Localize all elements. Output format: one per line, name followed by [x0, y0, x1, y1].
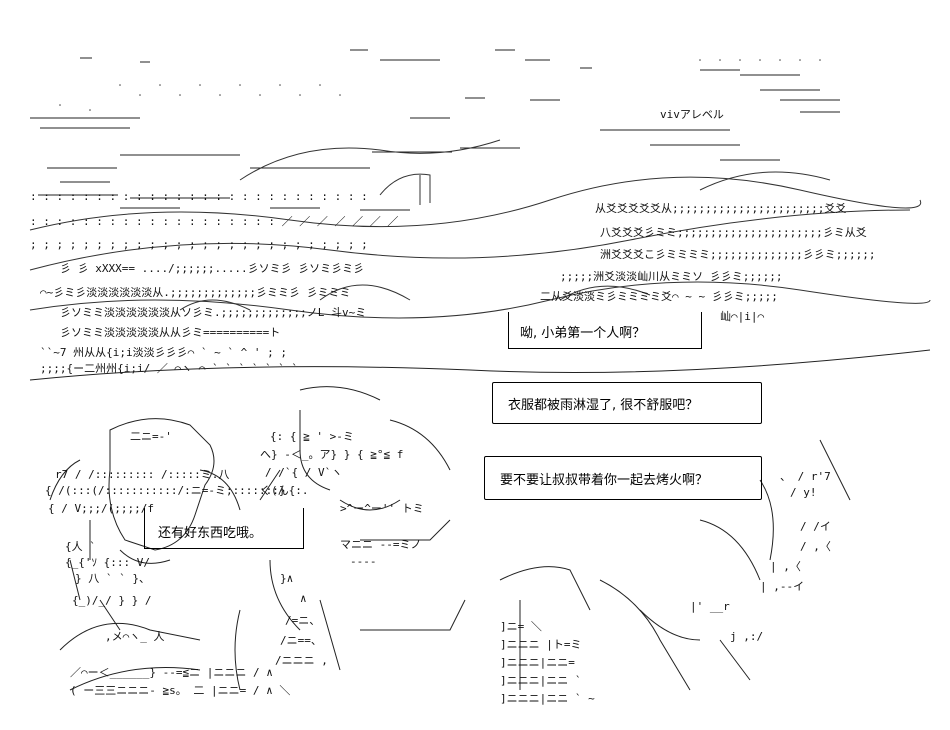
- speech-text-2: 衣服都被雨淋湿了, 很不舒服吧？: [508, 398, 699, 413]
- svg-text:]ニニニ|ニニ=: ]ニニニ|ニニ=: [500, 656, 575, 669]
- svg-text:{人 `: {人 `: [65, 540, 96, 553]
- svg-text:彡ソミミ淡淡淡淡淡淡从ソ彡ミ.;;;;;;;;;;;;;ノL: 彡ソミミ淡淡淡淡淡淡从ソ彡ミ.;;;;;;;;;;;;;ノL 斗v~ミ: [60, 306, 366, 319]
- svg-text:/ニニニ ,: /ニニニ ,: [275, 654, 328, 667]
- svg-text:| ,〈: | ,〈: [770, 560, 801, 573]
- ascii-texture: : : : : : : : : : : : : : : : : : : : : …: [30, 108, 875, 375]
- svg-text:]ニニニ|ニニ `: ]ニニニ|ニニ `: [500, 674, 582, 687]
- svg-text:: : : : : : : : : : : : : : :: : : : : : : : : : : : : : : : : : : : ／ …: [30, 215, 398, 228]
- svg-text:彡 彡 xXXX== ..../;;;;;;....: 彡 彡 xXXX== ..../;;;;;;.....彡ソミ彡 彡ソミ彡ミ彡: [60, 262, 364, 275]
- svg-text:从爻爻爻爻爻从;;;;;;;;;;;;;;;;;;;;;;;: 从爻爻爻爻爻从;;;;;;;;;;;;;;;;;;;;;;;爻爻: [595, 202, 846, 215]
- svg-text:;;;;;洲爻淡淡屾川从ミミソ 彡彡ミ;;;;;;: ;;;;;洲爻淡淡屾川从ミミソ 彡彡ミ;;;;;;: [560, 270, 782, 283]
- svg-text:vivアレベル: vivアレベル: [660, 108, 724, 121]
- speech-bubble-4: [144, 508, 304, 549]
- svg-text:/ ,〈: / ,〈: [800, 540, 831, 553]
- svg-text:]ニニニ |ト=ミ: ]ニニニ |ト=ミ: [500, 638, 582, 651]
- speech-text-4: 还有好东西吃哦。: [158, 526, 263, 541]
- svg-text:}∧: }∧: [280, 572, 293, 585]
- svg-text:{ /(:::(/:::::::::::/:ニ=-ミ;::: { /(:::(/:::::::::::/:ニ=-ミ;:::::::}: [45, 484, 286, 497]
- svg-text:]ニニニ|ニニ ` ~: ]ニニニ|ニニ ` ~: [500, 692, 595, 705]
- svg-text:|' __r: |' __r: [690, 600, 730, 613]
- svg-text:/=ニ、: /=ニ、: [285, 614, 320, 627]
- speech-text-3: 要不要让叔叔带着你一起去烤火啊？: [500, 473, 709, 488]
- svg-text:/ /`{ / V`: / /`{ / V`ヽ: [265, 466, 342, 479]
- svg-text:／⌒ー＜______} --=≦ニ |ニニニ / ∧: ／⌒ー＜______} --=≦ニ |ニニニ / ∧: [70, 666, 273, 679]
- svg-text:、 / r'7: 、 / r'7: [780, 470, 831, 483]
- svg-text:二从爻淡淡ミ彡ミミミミ爻⌒ ~ ~ 彡彡ミ;;;;;: 二从爻淡淡ミ彡ミミミミ爻⌒ ~ ~ 彡彡ミ;;;;;: [540, 290, 778, 303]
- svg-text:``~7 州从从{i;i淡淡彡彡彡⌒ ` ~ ` ^ ' ;: ``~7 州从从{i;i淡淡彡彡彡⌒ ` ~ ` ^ ' ; ;: [40, 346, 287, 359]
- speech-bubble-1: [508, 312, 702, 349]
- svg-text:j ,:/: j ,:/: [730, 630, 763, 643]
- svg-text:屾⌒|i|⌒: 屾⌒|i|⌒: [720, 310, 764, 323]
- svg-text:r7 / /::::::::: /:::::ミ.八: r7 / /::::::::: /:::::ミ.八: [55, 468, 229, 481]
- svg-text:]ニ= ＼: ]ニ= ＼: [500, 620, 542, 633]
- svg-text:/ /イ: / /イ: [800, 520, 831, 533]
- svg-text:/ニ==、: /ニ==、: [280, 634, 322, 647]
- svg-text:----: ----: [350, 555, 377, 568]
- sky-strokes: [30, 49, 840, 211]
- svg-text:>^ー^ー'' トミ: >^ー^ー'' トミ: [340, 502, 424, 515]
- svg-text:く(ん{:.: く(ん{:.: [260, 484, 309, 497]
- svg-text:;;;;{ー二州州{i;i/ ／ ⌒ヽ ⌒ ` ` ` `: ;;;;{ー二州州{i;i/ ／ ⌒ヽ ⌒ ` ` ` ` ` ` `: [40, 362, 298, 375]
- svg-text:{ / V;;;/(;;;;/f: { / V;;;/(;;;;/f: [48, 502, 154, 515]
- svg-text:洲爻爻爻こ彡ミミミミ;;;;;;;;;;;;;;彡彡ミ;;;: 洲爻爻爻こ彡ミミミミ;;;;;;;;;;;;;;彡彡ミ;;;;;;: [600, 248, 875, 261]
- svg-text:: : : : : : : : : : : : : : :: : : : : : : : : : : : : : : : : : : : : …: [30, 190, 368, 203]
- speech-bubble-3: [484, 456, 762, 500]
- svg-text:⌒~彡ミ彡淡淡淡淡淡淡从.;;;;;;;;;;;;;彡ミミ彡: ⌒~彡ミ彡淡淡淡淡淡淡从.;;;;;;;;;;;;;彡ミミ彡 彡ミミミ: [40, 286, 351, 299]
- speech-text-1: 呦, 小弟第一个人啊？: [520, 326, 646, 341]
- dot-texture: [59, 59, 821, 111]
- speech-bubble-2: [492, 382, 762, 424]
- svg-text:{: { ≧ ' >-ミ: {: { ≧ ' >-ミ: [270, 430, 354, 443]
- svg-text:{_{'ｿ {::: V/: {_{'ｿ {::: V/: [65, 556, 150, 569]
- svg-text:( ー三三ニニニ- ≧s。 二 |ニニ= / ∧ ＼: ( ー三三ニニニ- ≧s。 二 |ニニ= / ∧ ＼: [70, 684, 290, 697]
- svg-text:八爻爻爻彡ミミ;;;;;;;;;;;;;;;;;;;;;;彡: 八爻爻爻彡ミミ;;;;;;;;;;;;;;;;;;;;;;彡ミ从爻: [600, 226, 867, 239]
- mountain-ridges: [29, 139, 931, 319]
- character-ascii: 二ニ=-' r7 / /::::::::: /:::::ミ.八 { /(:::(…: [45, 430, 831, 705]
- svg-text:/ y!: / y!: [790, 486, 817, 499]
- svg-text:{_)/_/ } } /: {_)/_/ } } /: [72, 594, 151, 607]
- svg-text:へ} -＜_。ア} } { ≧°≦ f: へ} -＜_。ア} } { ≧°≦ f: [260, 448, 403, 461]
- character-outlines: [29, 349, 931, 691]
- svg-text:,メ⌒ヽ_ 人: ,メ⌒ヽ_ 人: [105, 630, 165, 643]
- svg-text:} 八 ` ` }、: } 八 ` ` }、: [75, 572, 150, 585]
- svg-text:| ,--イ: | ,--イ: [760, 580, 804, 593]
- svg-text:二ニ=-': 二ニ=-': [130, 430, 172, 443]
- svg-text:∧: ∧: [300, 592, 307, 605]
- svg-text:彡ソミミ淡淡淡淡淡从从彡ミ==========ト: 彡ソミミ淡淡淡淡淡从从彡ミ==========ト: [60, 326, 280, 339]
- svg-text:マニニ --=ミノ: マニニ --=ミノ: [340, 538, 422, 551]
- svg-text:; ; ; ; ; ; ; ; ; ; ; ; ; ; ;: ; ; ; ; ; ; ; ; ; ; ; ; ; ; ; ; ; ; ; ; …: [30, 238, 368, 251]
